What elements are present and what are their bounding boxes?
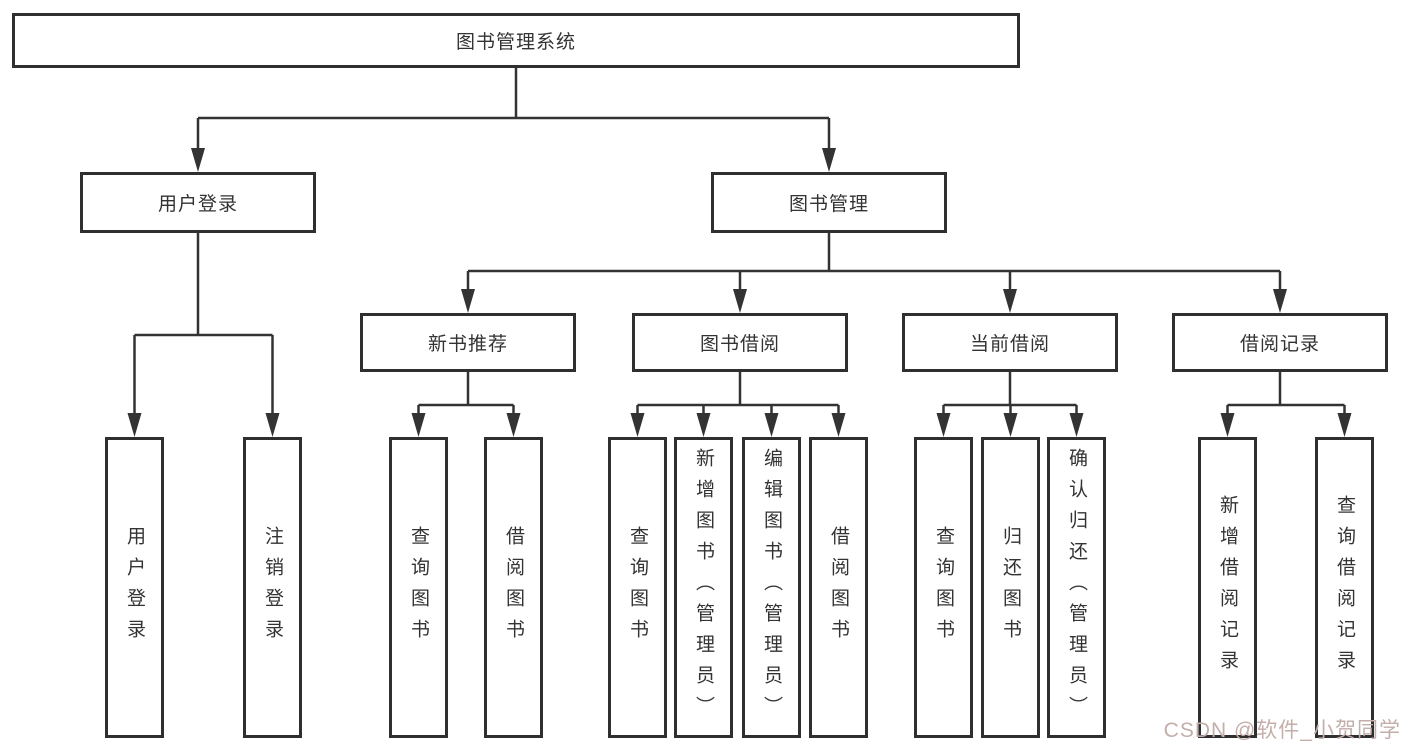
node-new-book-recommend: 新书推荐: [360, 313, 576, 372]
leaf-query-borrow-record: 查询借阅记录: [1315, 437, 1374, 738]
node-book-borrow: 图书借阅: [632, 313, 848, 372]
leaf-add-book-admin: 新增图书（管理员）: [674, 437, 733, 738]
leaf-borrow-books: 借阅图书: [809, 437, 868, 738]
arrowheads: [127, 148, 1352, 437]
leaf-query-books-current: 查询图书: [914, 437, 973, 738]
leaf-query-books-borrow: 查询图书: [608, 437, 667, 738]
leaf-user-login: 用户登录: [105, 437, 164, 738]
leaf-borrow-books-recommend: 借阅图书: [484, 437, 543, 738]
node-current-borrow: 当前借阅: [902, 313, 1118, 372]
leaf-query-books-recommend: 查询图书: [389, 437, 448, 738]
leaf-add-borrow-record: 新增借阅记录: [1198, 437, 1257, 738]
node-borrow-records: 借阅记录: [1172, 313, 1388, 372]
leaf-logout: 注销登录: [243, 437, 302, 738]
node-user-login: 用户登录: [80, 172, 316, 233]
leaf-confirm-return-admin: 确认归还（管理员）: [1047, 437, 1106, 738]
leaf-return-books: 归还图书: [981, 437, 1040, 738]
csdn-watermark: CSDN @软件_小贺同学: [1163, 719, 1401, 742]
node-book-management: 图书管理: [711, 172, 947, 233]
node-root-library-system: 图书管理系统: [12, 13, 1020, 68]
leaf-edit-book-admin: 编辑图书（管理员）: [742, 437, 801, 738]
